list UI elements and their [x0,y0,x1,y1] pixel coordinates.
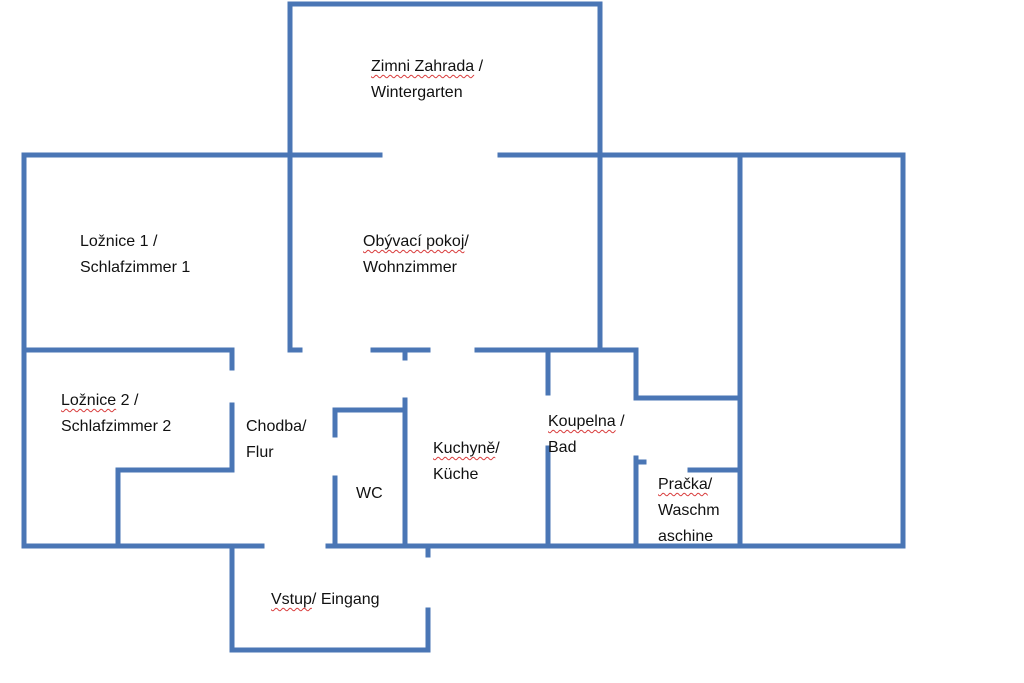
room-name-de: Schlafzimmer 2 [61,418,172,435]
room-label-wc: WC [356,481,383,507]
wall-bedroom2-closet [115,467,235,549]
wall-bathroom-right-a [633,347,743,401]
room-name-cz: Kuchyně [433,440,496,457]
room-label-entrance: Vstup/ Eingang [271,591,380,608]
room-label-laundry: Pračka/ Waschm aschine [658,472,720,550]
room-label-hallway: Chodba/ Flur [246,414,307,466]
room-label-kitchen: Kuchyně/ Küche [433,436,500,488]
wall-bedroom1-bottom [21,347,235,371]
room-name-cz: Chodba/ [246,418,307,435]
wall-wc [332,407,408,438]
wall-entrance [229,543,431,653]
room-name-cz: Obývací pokoj [363,233,465,250]
room-label-bedroom2: Ložnice 2 / Schlafzimmer 2 [61,388,171,440]
room-name-de: Waschm [658,502,720,519]
room-name-de: Wintergarten [371,84,463,101]
room-name-de-cont: aschine [658,528,714,545]
room-name-cz: Ložnice [61,392,117,409]
room-name-de: Schlafzimmer 1 [80,259,191,276]
room-name-de: Flur [246,444,274,461]
room-label-living: Obývací pokoj/ Wohnzimmer [363,229,469,281]
room-name-cz: Vstup [271,591,312,608]
room-name-cz: Zimni Zahrada [371,58,475,75]
room-name-de: Küche [433,466,479,483]
walls [21,1,906,653]
room-label-wintergarden: Zimni Zahrada / Wintergarten [371,54,483,106]
wall-wintergarden [287,1,603,158]
room-name-de: Bad [548,439,577,456]
room-name-cz: Pračka [658,476,708,493]
room-name-cz: Koupelna [548,413,616,430]
room-name: WC [356,485,383,502]
room-name-de: Wohnzimmer [363,259,457,276]
room-label-bathroom: Koupelna / Bad [548,409,625,461]
wall-living-left [287,152,303,353]
room-label-bedroom1: Ložnice 1 / Schlafzimmer 1 [80,229,190,281]
room-name-cz: Ložnice 1 / [80,233,158,250]
